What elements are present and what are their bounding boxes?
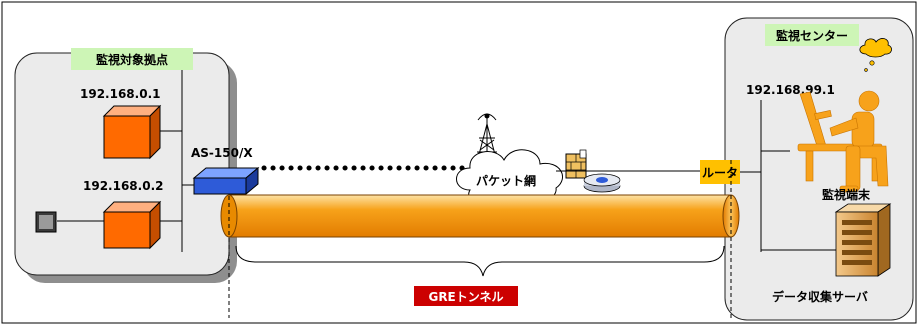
data-collection-server-icon: [834, 203, 892, 277]
host1-device-icon: [102, 104, 162, 160]
center-title-box: [765, 24, 859, 46]
terminal-label: 監視端末: [822, 187, 871, 202]
center-ip-label: 192.168.99.1: [746, 83, 835, 97]
firewall-icon: [565, 149, 587, 179]
host1-ip-label: 192.168.0.1: [80, 87, 160, 101]
site-title-box: [71, 48, 193, 70]
site-title: 監視対象拠点: [96, 52, 168, 67]
host2-ip-label: 192.168.0.2: [83, 179, 163, 193]
packet-network-label: パケット網: [476, 173, 536, 188]
gre-tunnel-label: GREトンネル: [428, 290, 503, 304]
host2-device-icon: [102, 200, 162, 250]
thought-bubble-icon: [859, 38, 892, 72]
operator-at-terminal-icon: [797, 90, 889, 193]
tunnel-span-brace: [235, 245, 725, 277]
gateway-icon: [583, 173, 621, 193]
center-title: 監視センター: [776, 28, 848, 43]
monitored-site-panel: [14, 52, 237, 283]
gre-tunnel-label-box: [414, 286, 518, 306]
device-name-label: AS-150/X: [191, 146, 253, 160]
gre-tunnel-pipe: [220, 194, 740, 238]
as150x-device-icon: [192, 166, 260, 196]
server-label: データ収集サーバ: [772, 289, 868, 304]
router-label: ルータ: [702, 166, 738, 180]
router-icon: [700, 160, 740, 184]
